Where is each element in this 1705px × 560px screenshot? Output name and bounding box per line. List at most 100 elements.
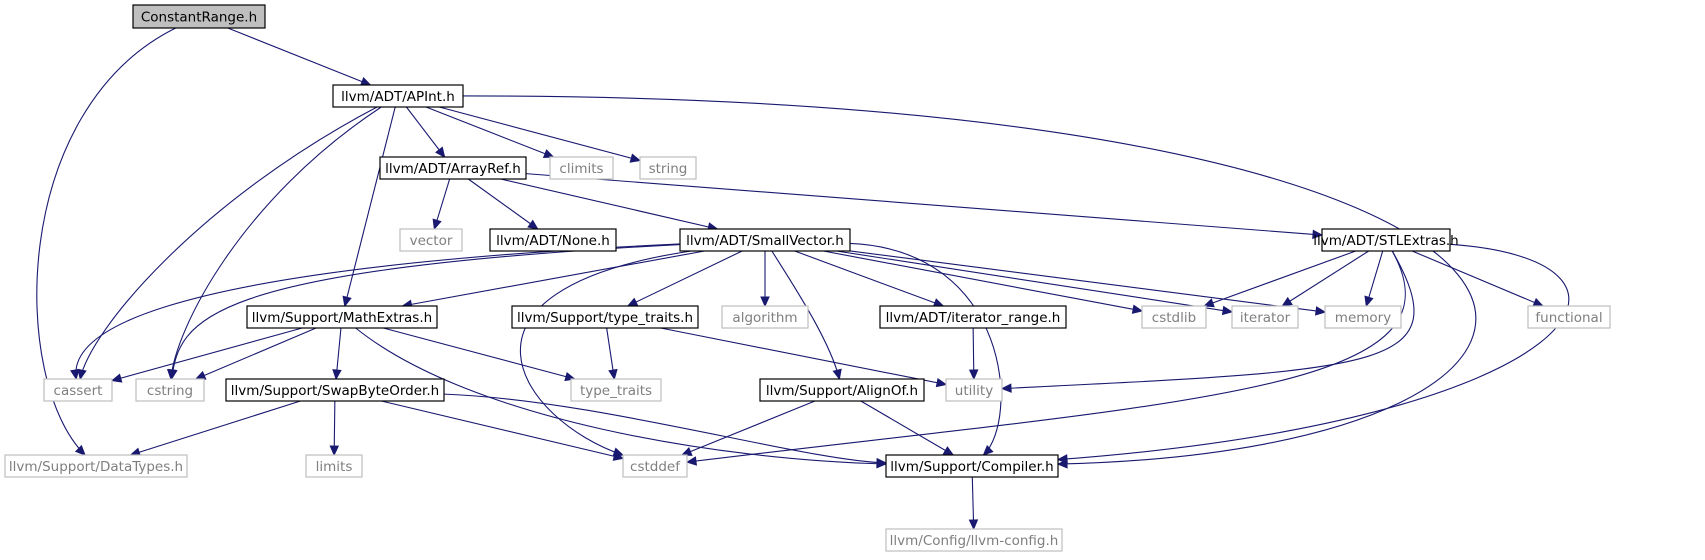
edge-line [794,250,944,307]
node-box [305,454,363,478]
node-label: climits [559,161,603,177]
edge-typetraits_h-to-utility [660,327,948,388]
node-box [1321,228,1451,252]
edge-stlextras-to-utility [1000,250,1415,393]
node-label: llvm/ADT/APInt.h [341,89,455,105]
edge-line [462,95,1477,465]
edge-line [355,327,887,465]
node-datatypes: llvm/Support/DataTypes.h [4,454,188,478]
node-box [885,454,1059,478]
node-apint[interactable]: llvm/ADT/APInt.h [332,84,464,108]
edge-iterrange-to-utility [968,327,979,381]
arrowhead [968,369,979,381]
arrowhead [110,373,123,383]
edge-smallvector-to-cstring [168,243,681,381]
node-label: ConstantRange.h [141,10,257,26]
node-box [4,454,188,478]
edge-apint-to-cassert [77,106,378,381]
arrowhead [1364,295,1374,308]
node-label: llvm/Support/MathExtras.h [252,310,432,326]
node-compiler[interactable]: llvm/Support/Compiler.h [885,454,1059,478]
edge-line [836,250,1233,313]
node-label: llvm/ADT/ArrayRef.h [385,161,521,177]
edge-line [443,393,887,464]
node-constantrange[interactable]: ConstantRange.h [132,4,266,29]
node-label: llvm/Support/AlignOf.h [766,383,918,399]
node-typetraits_h[interactable]: llvm/Support/type_traits.h [511,305,699,329]
edge-line [402,250,705,307]
node-label: utility [955,383,993,399]
arrowhead [77,368,87,381]
node-box [1231,305,1299,329]
edge-line [849,250,1326,313]
node-label: llvm/Config/llvm-config.h [890,533,1059,549]
edge-mathextras-to-swapbyte [332,327,342,381]
edge-line [170,106,382,380]
arrowhead [626,297,639,307]
edge-line [1281,250,1370,307]
arrowhead [982,444,994,456]
node-label: string [649,161,688,177]
edge-line [227,27,371,86]
node-arrayref[interactable]: llvm/ADT/ArrayRef.h [379,156,527,180]
node-box [399,228,463,252]
node-mathextras[interactable]: llvm/Support/MathExtras.h [246,305,438,329]
arrowhead [608,368,618,381]
node-iterator: iterator [1231,305,1299,329]
edge-line [381,400,624,459]
node-utility: utility [945,378,1003,402]
node-cstddef: cstddef [622,454,688,478]
node-cstring: cstring [135,378,205,402]
edge-smallvector-to-compiler [849,242,1002,456]
arrowhead [1056,454,1068,464]
edge-apint-to-mathextras [342,106,396,308]
arrowhead [432,218,442,231]
arrowhead [1131,304,1144,314]
node-swapbyte[interactable]: llvm/Support/SwapByteOrder.h [225,378,445,402]
edge-stlextras-to-cstdlib [1203,250,1356,308]
node-cstdlib: cstdlib [1141,305,1207,329]
node-label: llvm/ADT/iterator_range.h [886,310,1061,326]
arrowhead [1203,298,1215,308]
edge-stlextras-to-functional [1411,250,1544,307]
node-box [721,305,809,329]
edge-line [1204,250,1356,307]
arrowhead [832,368,842,381]
edge-line [519,250,692,456]
edge-mathextras-to-cstring [194,327,317,380]
node-box [549,156,614,180]
edge-line [383,327,575,380]
arrowhead [680,447,693,456]
edge-apint-to-cstring [166,106,382,381]
edge-mathextras-to-type_traits [383,327,576,382]
edge-swapbyte-to-cstddef [381,400,625,461]
edge-line [1001,250,1415,390]
nodes-layer: ConstantRange.h llvm/ADT/APInt.h climits st… [4,4,1611,552]
arrowhead [74,444,86,456]
edge-swapbyte-to-limits [329,400,340,457]
edge-smallvector-to-iterator [836,250,1234,316]
edge-line [660,327,947,386]
node-label: llvm/Support/type_traits.h [517,310,693,326]
node-llvmconfig: llvm/Config/llvm-config.h [885,528,1063,552]
node-box [332,84,464,108]
node-label: llvm/ADT/SmallVector.h [686,233,844,249]
arrowhead [542,149,555,158]
node-stlextras[interactable]: llvm/ADT/STLExtras.h [1313,228,1459,252]
node-box [379,156,527,180]
edge-apint-to-string [439,106,642,163]
node-alignof[interactable]: llvm/Support/AlignOf.h [759,378,925,402]
node-smallvector[interactable]: llvm/ADT/SmallVector.h [679,228,851,252]
edge-apint-to-climits [425,106,555,158]
edges-layer [36,27,1570,531]
node-box [879,305,1067,329]
node-iterrange[interactable]: llvm/ADT/iterator_range.h [879,305,1067,329]
arrowhead [760,296,770,308]
edge-smallvector-to-cassert [70,243,681,381]
node-algorithm: algorithm [721,305,809,329]
edge-arrayref-to-stlextras [525,173,1324,240]
node-none[interactable]: llvm/ADT/None.h [489,228,617,252]
edge-line [1057,243,1570,461]
edge-swapbyte-to-compiler [443,393,888,468]
node-box [225,378,445,402]
